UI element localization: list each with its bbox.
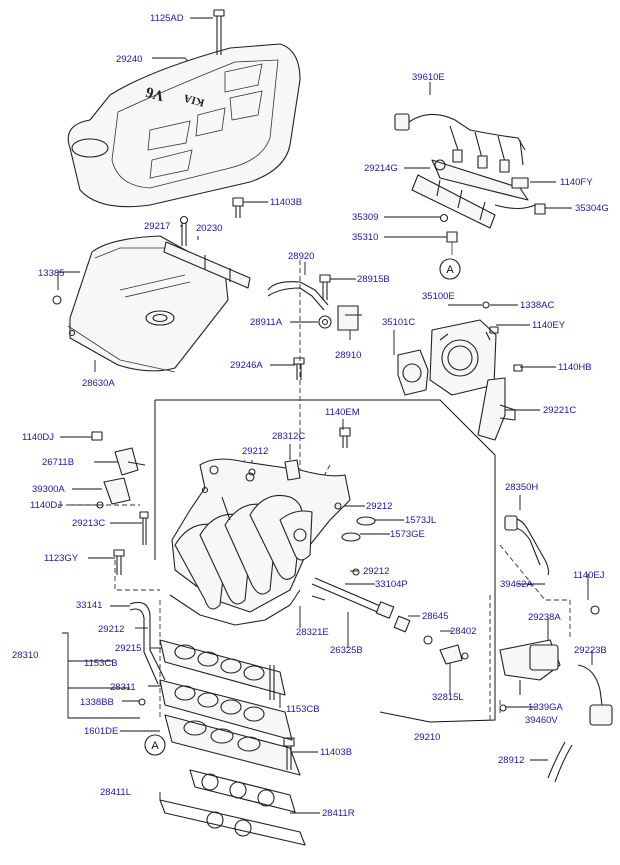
part-label-33141: 33141 <box>76 600 102 611</box>
manifold-fittings <box>91 427 376 601</box>
cover-logo: V6 <box>144 83 167 104</box>
part-label-1573ge: 1573GE <box>390 529 425 540</box>
part-label-26711b: 26711B <box>42 457 74 468</box>
part-label-35304g: 35304G <box>575 203 609 214</box>
fuel-pipe-assembly <box>311 577 469 665</box>
part-label-29214g: 29214G <box>364 163 398 174</box>
part-label-28910: 28910 <box>335 350 361 361</box>
part-label-29212-a: 29212 <box>242 446 268 457</box>
part-label-11403b-bot: 11403B <box>320 747 352 758</box>
part-label-1153cb-a: 1153CB <box>84 658 118 669</box>
part-label-29212-c: 29212 <box>363 566 389 577</box>
part-label-39610e: 39610E <box>412 72 445 83</box>
part-label-1123gy: 1123GY <box>44 553 79 564</box>
part-label-1338bb: 1338BB <box>80 697 114 708</box>
part-label-28645: 28645 <box>422 611 448 622</box>
part-label-35101c: 35101C <box>382 317 415 328</box>
part-label-28350h: 28350H <box>505 482 538 493</box>
bolt-11403b-top <box>232 197 244 218</box>
part-label-29238a: 29238A <box>528 612 561 623</box>
part-label-29223b: 29223B <box>574 645 607 656</box>
part-label-28915b: 28915B <box>357 274 390 285</box>
part-label-29210: 29210 <box>414 732 440 743</box>
part-label-1140hb: 1140HB <box>558 362 592 373</box>
part-label-20230: 20230 <box>196 223 222 234</box>
part-label-1338ac: 1338AC <box>520 300 554 311</box>
part-label-35310: 35310 <box>352 232 378 243</box>
part-label-1140fy: 1140FY <box>560 177 593 188</box>
part-labels: 1125AD 29240 39610E 29214G 1140FY 35304G… <box>12 13 609 819</box>
part-label-39300a: 39300A <box>32 484 65 495</box>
pcv-assembly <box>267 274 362 331</box>
leader-lines <box>57 17 593 814</box>
purge-valve <box>499 605 613 726</box>
part-label-32815l: 32815L <box>432 692 464 703</box>
part-label-33104p: 33104P <box>375 579 408 590</box>
part-label-28911a: 28911A <box>250 317 283 328</box>
part-label-29221c: 29221C <box>543 405 576 416</box>
part-label-39460v: 39460V <box>525 715 558 726</box>
reference-mark-bottom: A <box>144 734 166 756</box>
part-label-28310: 28310 <box>12 650 38 661</box>
engine-cover: V6 KIA <box>67 43 301 208</box>
bracket-20230 <box>163 215 251 289</box>
part-label-28311: 28311 <box>110 682 136 693</box>
hose-28350h <box>504 515 550 576</box>
part-label-1140dj-b: 1140DJ <box>30 500 62 511</box>
part-label-29212-b: 29212 <box>366 501 392 512</box>
rocker-cover <box>52 235 229 373</box>
part-label-29213c: 29213C <box>72 518 105 529</box>
hose-28912 <box>547 741 573 783</box>
reference-mark-bottom-label: A <box>151 740 159 752</box>
bracket-29221c <box>477 377 516 441</box>
bolt-29246a <box>293 357 305 380</box>
part-label-29217: 29217 <box>144 221 170 232</box>
part-label-1153cb-b: 1153CB <box>286 704 320 715</box>
part-label-28630a: 28630A <box>82 378 115 389</box>
part-label-35100e: 35100E <box>422 291 455 302</box>
part-label-28411r: 28411R <box>322 808 355 819</box>
part-label-1140ey: 1140EY <box>532 320 566 331</box>
lower-manifold-gaskets <box>138 639 306 846</box>
part-label-29215: 29215 <box>115 643 141 654</box>
part-label-1339ga: 1339GA <box>528 702 564 713</box>
part-label-26325b: 26325B <box>330 645 363 656</box>
part-label-1140em: 1140EM <box>325 407 360 418</box>
part-label-29246a: 29246A <box>230 360 263 371</box>
part-label-1140dj-a: 1140DJ <box>22 432 54 443</box>
part-label-39462a: 39462A <box>500 579 533 590</box>
pipe-33141 <box>129 601 166 685</box>
fuel-rail-assembly <box>394 113 546 255</box>
reference-mark-top-label: A <box>446 264 454 276</box>
part-label-1601de: 1601DE <box>84 726 118 737</box>
part-label-13385: 13385 <box>38 268 64 279</box>
part-label-29240: 29240 <box>116 54 142 65</box>
part-label-28912: 28912 <box>498 755 524 766</box>
throttle-body <box>397 301 523 396</box>
cover-brand: KIA <box>182 91 205 108</box>
intake-manifold <box>169 458 351 626</box>
assembly-frame <box>58 260 571 723</box>
part-label-35309: 35309 <box>352 212 378 223</box>
part-label-1125ad: 1125AD <box>150 13 184 24</box>
part-label-29212-d: 29212 <box>98 624 124 635</box>
reference-mark-top: A <box>439 258 461 280</box>
part-label-1140ej: 1140EJ <box>573 570 605 581</box>
part-label-28312c: 28312C <box>272 431 305 442</box>
part-label-1573jl: 1573JL <box>405 515 436 526</box>
part-label-11403b-top: 11403B <box>270 197 302 208</box>
part-label-28321e: 28321E <box>296 627 329 638</box>
part-label-28411l: 28411L <box>100 787 131 798</box>
part-label-28920: 28920 <box>288 251 314 262</box>
bolt-1125ad <box>213 9 225 55</box>
part-label-28402: 28402 <box>450 626 476 637</box>
